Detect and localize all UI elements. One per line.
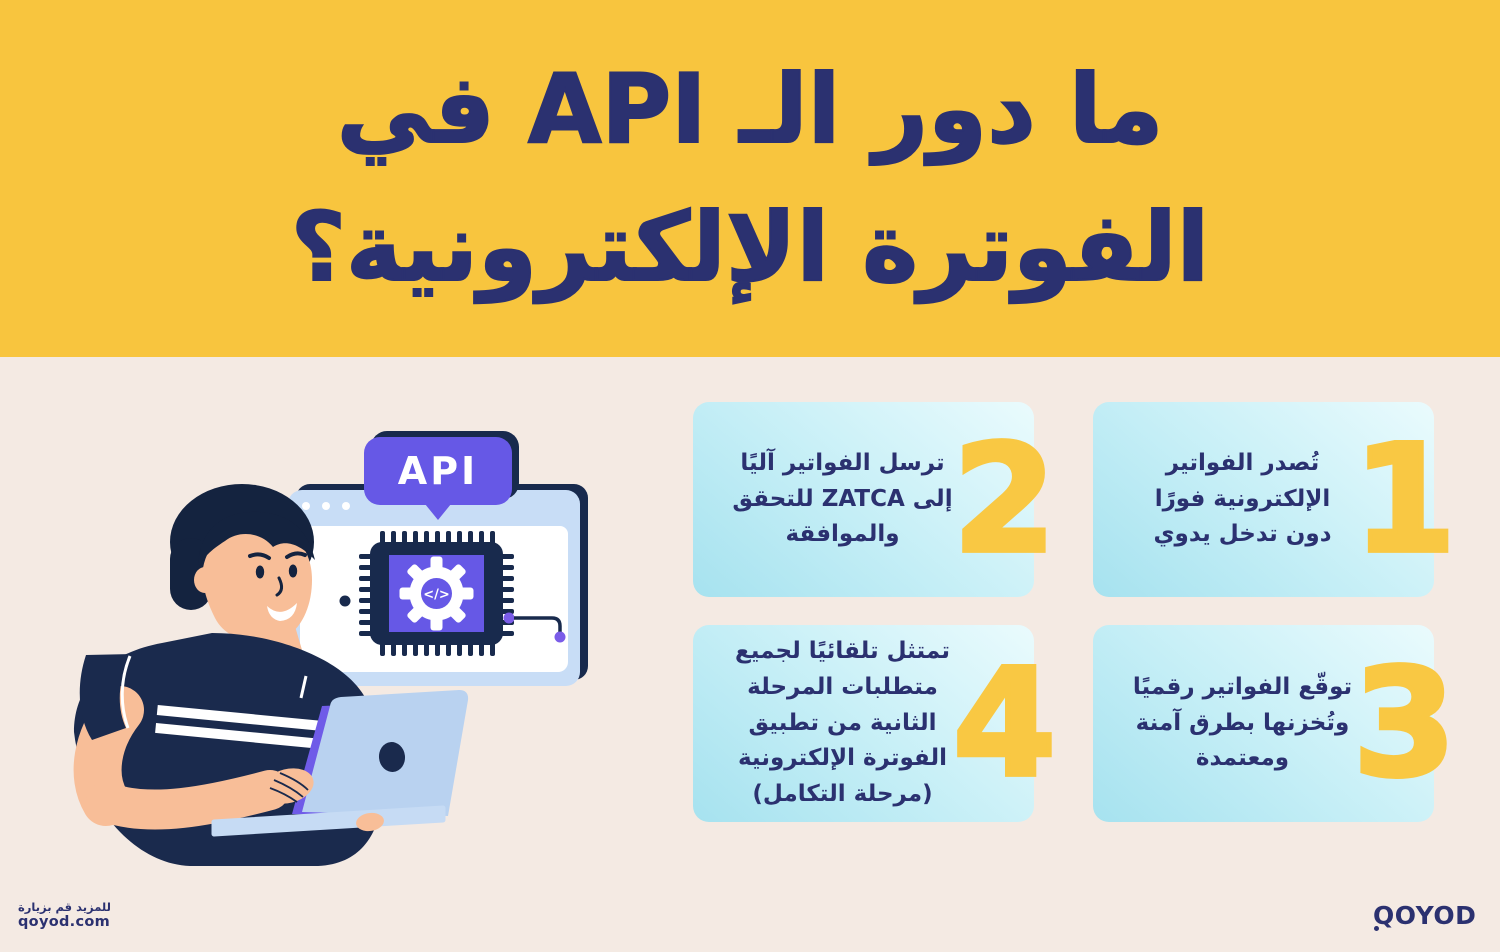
circuit-trace [503, 612, 566, 643]
card-2-text: ترسل الفواتير آليًا إلى ZATCA للتحقق وال… [732, 450, 953, 548]
person-arm [73, 654, 308, 830]
window-dot-icon [302, 502, 310, 510]
qoyod-logo: QOYOD [1373, 901, 1476, 930]
person-hand [262, 768, 314, 804]
header-band: ما دور الـ API في الفوترة الإلكترونية؟ [0, 0, 1500, 357]
api-chip-icon: </> [339, 531, 566, 656]
window-dot-icon [342, 502, 350, 510]
card-1-number: 1 [1351, 412, 1459, 585]
card-4: 4 تمتثل تلقائيًا لجميع متطلبات المرحلة ا… [693, 625, 1058, 822]
card-1: 1 تُصدر الفواتير الإلكترونية فورًا دون ت… [1093, 402, 1458, 597]
browser-content: </> [300, 526, 568, 672]
card-4-number: 4 [951, 636, 1059, 809]
page-title-line1: ما دور الـ API في [336, 54, 1165, 166]
qoyod-logo-rest: OYOD [1394, 901, 1477, 930]
footer-visit-block: للمزيد قم بزيارة qoyod.com [18, 900, 111, 930]
gear-code-icon: </> [399, 556, 474, 631]
laptop-base [211, 805, 446, 837]
svg-text:</>: </> [423, 588, 450, 603]
card-3-text: توقّع الفواتير رقميًا وتُخزنها بطرق آمنة… [1132, 674, 1353, 772]
page-title-line2: الفوترة الإلكترونية؟ [290, 192, 1210, 304]
card-2-number: 2 [951, 412, 1059, 585]
website-url: qoyod.com [18, 914, 111, 930]
api-speech-bubble: API [364, 437, 512, 520]
card-3: 3 توقّع الفواتير رقميًا وتُخزنها بطرق آم… [1093, 625, 1458, 822]
api-bubble-label: API [397, 449, 479, 493]
card-2: 2 ترسل الفواتير آليًا إلى ZATCA للتحقق و… [693, 402, 1058, 597]
window-dot-icon [322, 502, 330, 510]
person-illustration [73, 484, 469, 866]
page-title: ما دور الـ API في الفوترة الإلكترونية؟ [290, 41, 1210, 317]
feature-cards: 1 تُصدر الفواتير الإلكترونية فورًا دون ت… [693, 402, 1458, 822]
chip-pins [359, 531, 514, 656]
card-4-text: تمتثل تلقائيًا لجميع متطلبات المرحلة الث… [735, 638, 950, 807]
card-3-number: 3 [1351, 636, 1459, 809]
visit-text: للمزيد قم بزيارة [18, 900, 111, 914]
qoyod-logo-q: Q [1373, 901, 1395, 930]
browser-window-illustration: </> [288, 490, 580, 686]
laptop [211, 690, 469, 837]
card-1-text: تُصدر الفواتير الإلكترونية فورًا دون تدخ… [1153, 450, 1332, 548]
